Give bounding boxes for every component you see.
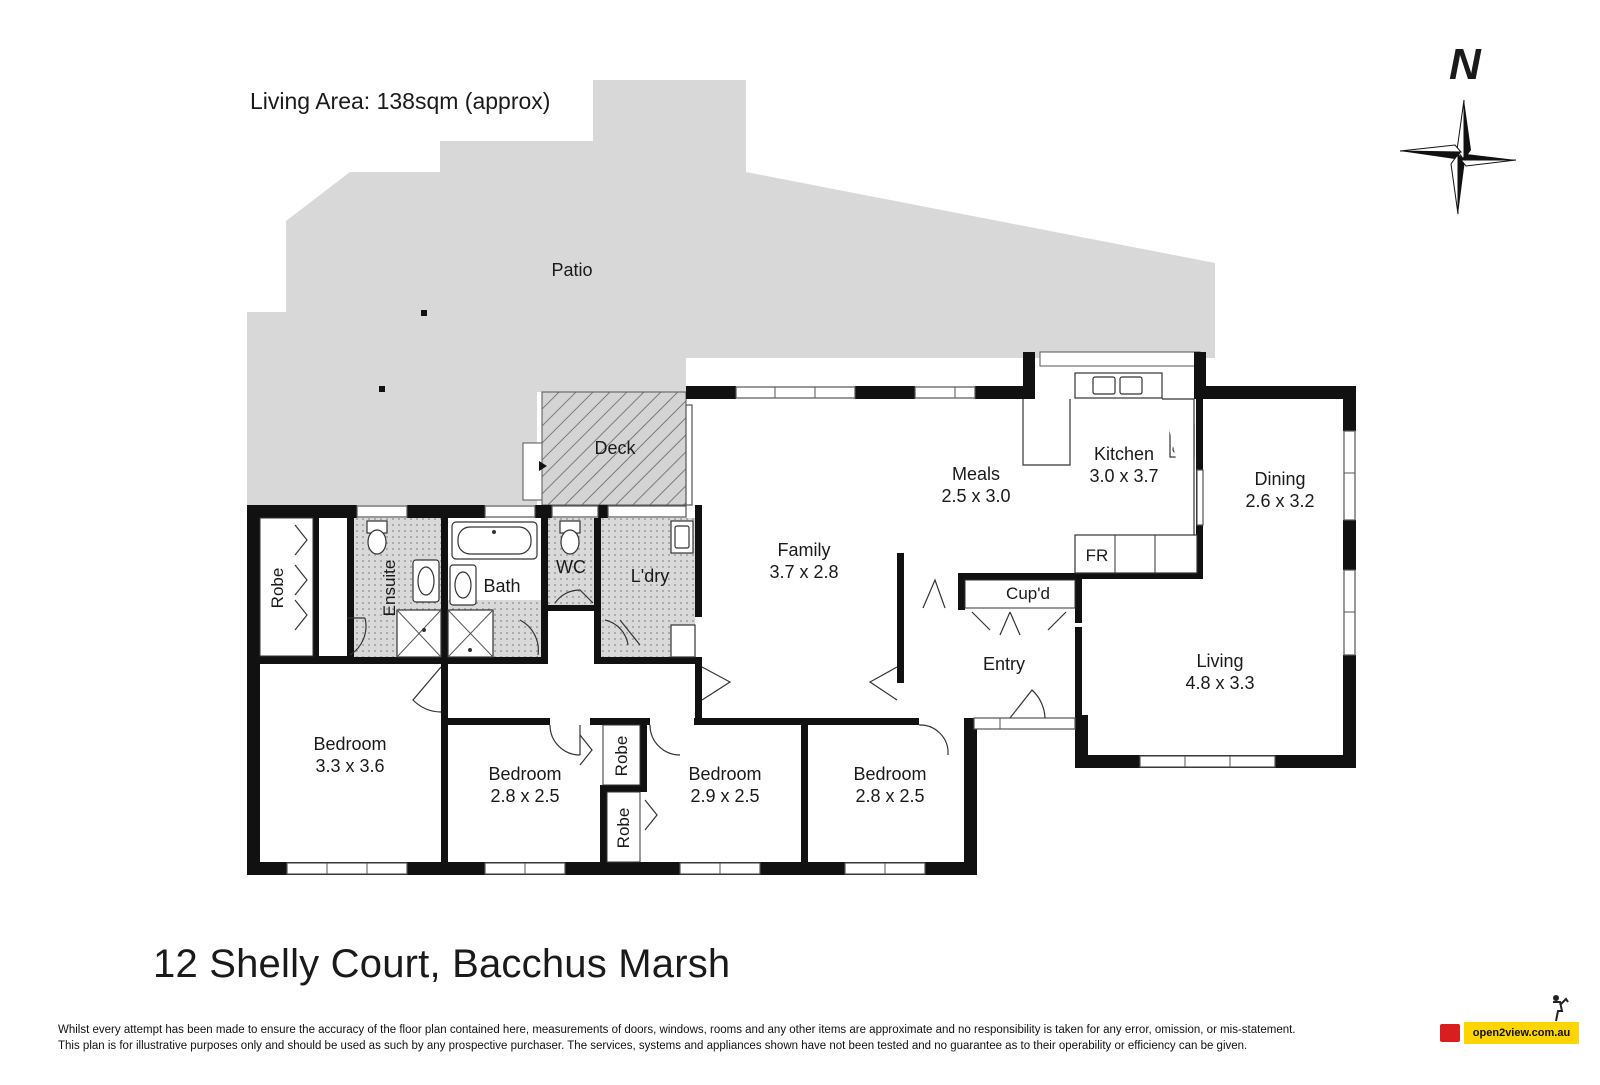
living-label: Living xyxy=(1196,651,1243,671)
robe-bedroom1 xyxy=(259,517,314,657)
living-dimensions: 4.8 x 3.3 xyxy=(1185,673,1254,693)
disclaimer-line: This plan is for illustrative purposes o… xyxy=(58,1039,1248,1052)
wc-fixtures xyxy=(559,520,581,555)
robe-label: Robe xyxy=(612,736,631,777)
bedroom1-dimensions: 3.3 x 3.6 xyxy=(315,756,384,776)
bedroom3-label: Bedroom xyxy=(688,764,761,784)
entry-label: Entry xyxy=(983,654,1025,674)
bedroom3-dimensions: 2.9 x 2.5 xyxy=(690,786,759,806)
dining-label: Dining xyxy=(1254,469,1305,489)
robe-bedroom2 xyxy=(602,724,641,786)
logo-badge-icon xyxy=(1440,1024,1460,1042)
patio-area xyxy=(247,80,1215,505)
door-swings xyxy=(347,578,1046,756)
patio-post xyxy=(379,386,385,392)
robe-label: Robe xyxy=(268,568,287,609)
kitchen-label: Kitchen xyxy=(1094,444,1154,464)
disclaimer: Whilst every attempt has been made to en… xyxy=(58,1023,1418,1054)
bedroom2-label: Bedroom xyxy=(488,764,561,784)
fridge-label: FR xyxy=(1086,546,1109,565)
bedroom4-dimensions: 2.8 x 2.5 xyxy=(855,786,924,806)
deck-step xyxy=(522,442,543,501)
bedroom1-label: Bedroom xyxy=(313,734,386,754)
robe-label: Robe xyxy=(614,808,633,849)
disclaimer-line: Whilst every attempt has been made to en… xyxy=(58,1024,1296,1036)
deck-arrow-icon xyxy=(539,461,547,471)
cupboard-label: Cup'd xyxy=(1006,584,1050,603)
logo-figure-icon xyxy=(1553,995,1569,1022)
ldry-fixtures xyxy=(670,520,696,658)
robe-door-icon xyxy=(294,524,308,631)
family-dimensions: 3.7 x 2.8 xyxy=(769,562,838,582)
patio-label: Patio xyxy=(551,260,592,280)
family-label: Family xyxy=(778,540,831,560)
cupboard-doors xyxy=(971,611,1067,636)
living-area-label: Living Area: 138sqm (approx) xyxy=(250,88,551,114)
ensuite-label: Ensuite xyxy=(380,560,399,617)
compass-rose-icon xyxy=(1399,99,1517,215)
logo-text: open2view.com.au xyxy=(1464,1022,1579,1044)
bedroom4-label: Bedroom xyxy=(853,764,926,784)
wc-label: WC xyxy=(556,557,586,577)
robe-door-icon xyxy=(579,734,658,831)
kitchen-window-strip xyxy=(1039,351,1201,367)
north-label: N xyxy=(1449,40,1481,89)
patio-post xyxy=(421,310,427,316)
kitchen-benches xyxy=(1022,372,1198,574)
ensuite-fixtures xyxy=(366,520,442,658)
laundry-label: L'dry xyxy=(631,566,669,586)
kitchen-dimensions: 3.0 x 3.7 xyxy=(1089,466,1158,486)
bath-fixtures xyxy=(447,521,538,658)
dining-dimensions: 2.6 x 3.2 xyxy=(1245,491,1314,511)
windows xyxy=(286,386,1356,875)
cupboard xyxy=(964,579,1076,609)
robe-bedroom3 xyxy=(606,791,641,863)
deck-label: Deck xyxy=(594,438,636,458)
property-address: 12 Shelly Court, Bacchus Marsh xyxy=(153,942,731,986)
bath-label: Bath xyxy=(483,576,520,596)
meals-dimensions: 2.5 x 3.0 xyxy=(941,486,1010,506)
meals-label: Meals xyxy=(952,464,1000,484)
brand-logo[interactable]: open2view.com.au xyxy=(1440,1022,1580,1044)
bedroom2-dimensions: 2.8 x 2.5 xyxy=(490,786,559,806)
